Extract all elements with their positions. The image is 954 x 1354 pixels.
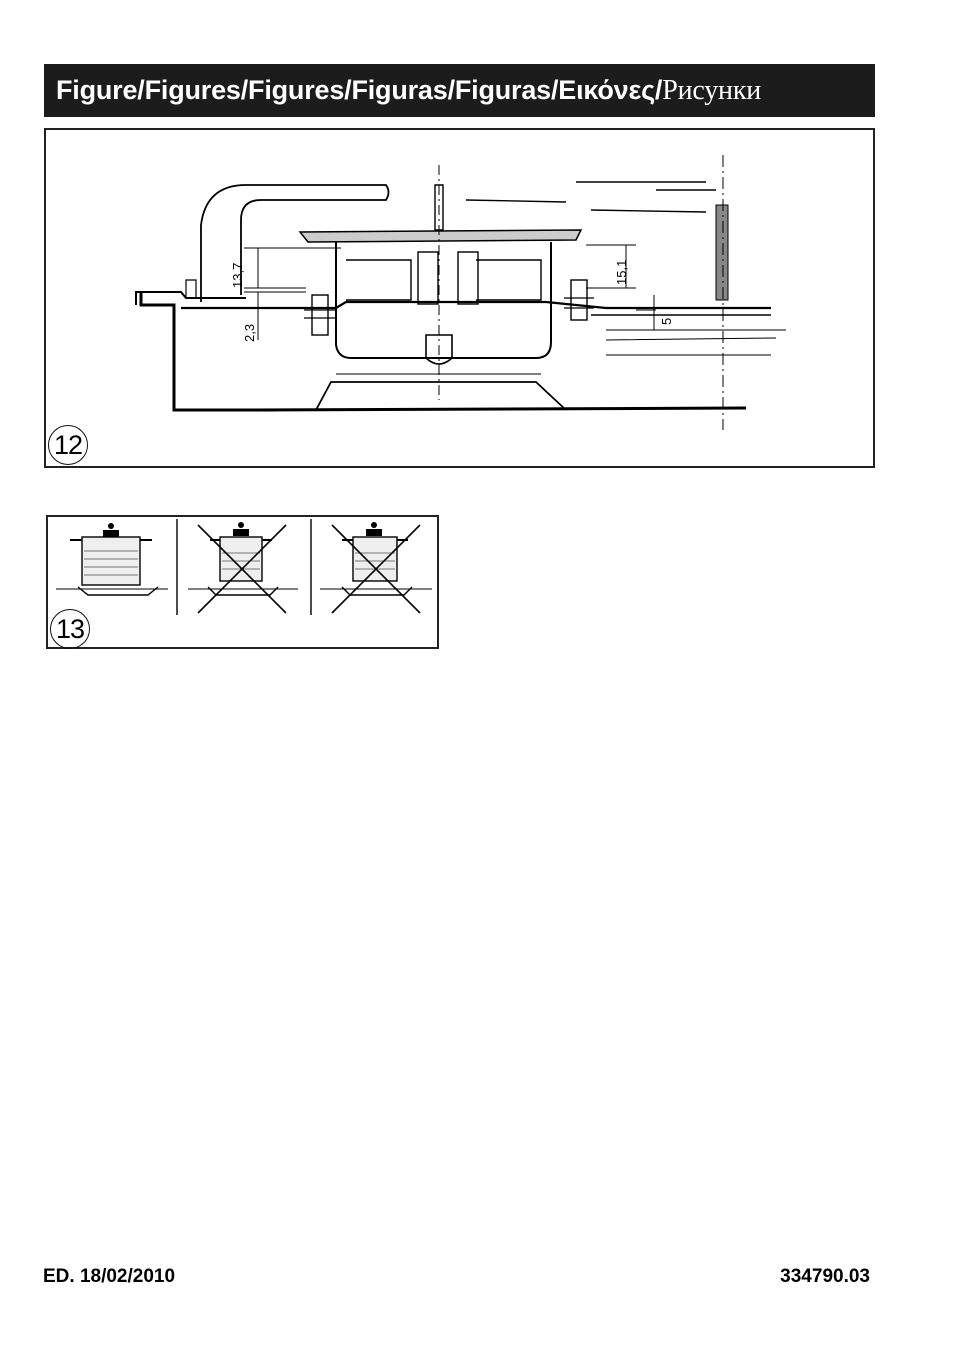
dimension-13-7: 13,7 (230, 263, 245, 288)
pot-off-center-crossed (320, 522, 432, 614)
figure-number-13: 13 (50, 609, 90, 649)
pot-placement-drawing (56, 519, 432, 615)
page-title: Figure/Figures/Figures/Figuras/Figuras/Ε… (56, 75, 761, 107)
pot-correct (56, 523, 168, 596)
dimension-15-1: 15,1 (614, 260, 629, 285)
document-code: 334790.03 (780, 1266, 870, 1287)
title-russian: Рисунки (662, 74, 762, 106)
figure-13-panel: 13 (46, 515, 439, 649)
figure-number-12: 12 (48, 425, 88, 465)
edition-date: ED. 18/02/2010 (43, 1266, 176, 1287)
dimension-2-3: 2,3 (242, 324, 257, 342)
dimension-5: 5 (659, 318, 674, 325)
header-bar: Figure/Figures/Figures/Figuras/Figuras/Ε… (44, 64, 875, 117)
title-main: Figure/Figures/Figures/Figuras/Figuras/Ε… (56, 74, 663, 105)
figure-12-panel: 13,7 2,3 15,1 5 12 (44, 128, 875, 468)
pot-too-small-crossed (188, 522, 298, 614)
burner-cross-section-drawing: 13,7 2,3 15,1 5 (135, 155, 786, 430)
